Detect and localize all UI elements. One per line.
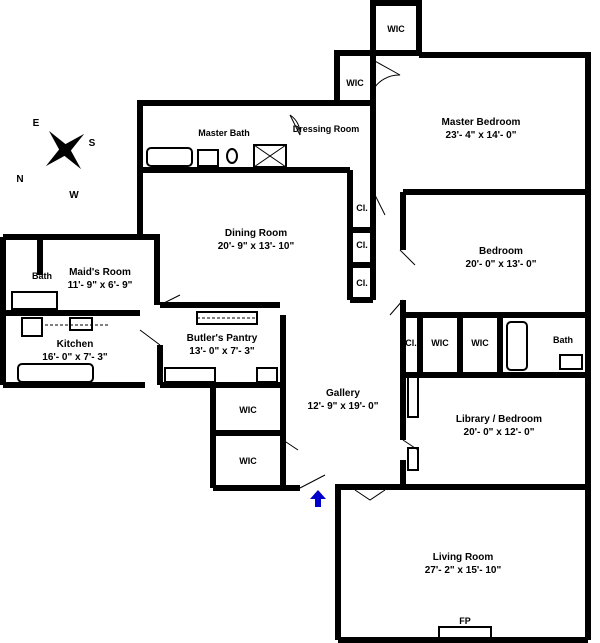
label-bedroom: Bedroom <box>479 246 523 257</box>
label-kitchen: Kitchen <box>57 339 94 350</box>
room-labels: WIC WIC Master Bedroom 23'- 4" x 14'- 0"… <box>32 24 573 626</box>
label-wic-top: WIC <box>387 24 405 34</box>
size-gallery: 12'- 9" x 19'- 0" <box>308 401 379 412</box>
label-dressing-room: Dressing Room <box>293 124 360 134</box>
label-closet-1: Cl. <box>356 203 368 213</box>
label-butlers-pantry: Butler's Pantry <box>187 333 258 344</box>
label-fireplace: FP <box>459 616 471 626</box>
label-wic-2: WIC <box>239 456 257 466</box>
label-closet-3: Cl. <box>356 278 368 288</box>
doors <box>139 59 419 501</box>
label-gallery: Gallery <box>326 388 360 399</box>
label-maids-room: Maid's Room <box>69 267 131 278</box>
fixtures <box>11 144 583 640</box>
label-living-room: Living Room <box>433 552 494 563</box>
compass-n: N <box>16 174 23 185</box>
label-library: Library / Bedroom <box>456 414 542 425</box>
size-bedroom: 20'- 0" x 13'- 0" <box>466 259 537 270</box>
size-dining-room: 20'- 9" x 13'- 10" <box>218 241 295 252</box>
compass-e: E <box>33 118 40 129</box>
label-maid-bath: Bath <box>32 271 52 281</box>
compass-w: W <box>69 190 79 201</box>
label-wic-3: WIC <box>431 338 449 348</box>
label-bath: Bath <box>553 335 573 345</box>
entry-arrow-icon <box>310 490 326 507</box>
size-master-bedroom: 23'- 4" x 14'- 0" <box>446 130 517 141</box>
label-master-bedroom: Master Bedroom <box>442 117 521 128</box>
label-closet-2: Cl. <box>356 240 368 250</box>
size-butlers-pantry: 13'- 0" x 7'- 3" <box>189 346 255 357</box>
label-master-bath: Master Bath <box>198 128 250 138</box>
label-dining-room: Dining Room <box>225 228 287 239</box>
size-maids-room: 11'- 9" x 6'- 9" <box>68 280 133 291</box>
size-library: 20'- 0" x 12'- 0" <box>464 427 535 438</box>
label-closet-4: Cl. <box>405 338 417 348</box>
size-kitchen: 16'- 0" x 7'- 3" <box>42 352 108 363</box>
label-wic-4: WIC <box>471 338 489 348</box>
compass: E S N W <box>16 118 95 201</box>
label-wic-dressing: WIC <box>346 78 364 88</box>
label-wic-1: WIC <box>239 405 257 415</box>
size-living-room: 27'- 2" x 15'- 10" <box>425 565 502 576</box>
compass-s: S <box>89 138 96 149</box>
